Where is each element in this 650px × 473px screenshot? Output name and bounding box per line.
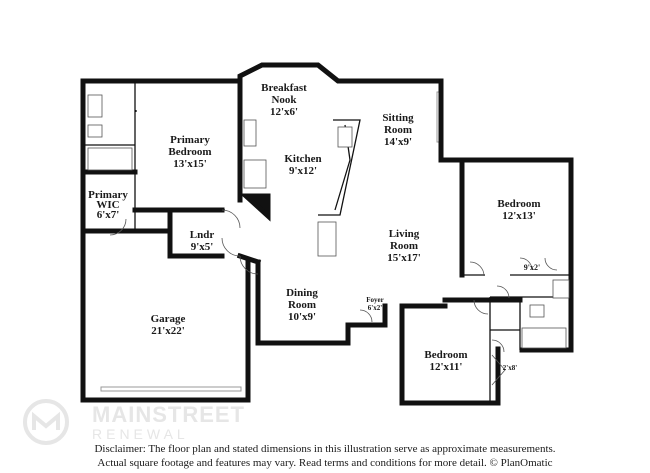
room-labels: Breakfast Nook 12'x6' Sitting Room 14'x9… (88, 82, 540, 373)
door-swing (239, 255, 259, 275)
vanity (87, 94, 103, 118)
small-closet-dims: 2'x8' (503, 364, 517, 372)
sitting-room-label: Sitting (382, 112, 414, 124)
dining-room-label: Room (288, 299, 316, 311)
primary-wic-label: WIC (96, 199, 119, 211)
bedroom-bottom-label: Bedroom (424, 349, 467, 361)
primary-bedroom-label: Bedroom (168, 146, 211, 158)
bathtub (521, 327, 567, 349)
kitchen-counters (239, 119, 361, 257)
door-swing (491, 339, 505, 353)
door-swing (469, 261, 485, 277)
primary-bedroom-label: Primary (170, 134, 210, 146)
bedroom-right-dims: 12'x13' (502, 210, 536, 222)
dining-room-dims: 10'x9' (288, 311, 316, 323)
sitting-room-label: Room (384, 124, 412, 136)
door-swing (473, 299, 489, 315)
shower (87, 147, 133, 171)
disclaimer: Disclaimer: The floor plan and stated di… (0, 442, 650, 470)
brand-logo-mark (32, 411, 60, 430)
bedroom-bottom-dims: 12'x11' (429, 361, 462, 373)
disclaimer-line-1: Disclaimer: The floor plan and stated di… (94, 443, 556, 455)
garage-dims: 21'x22' (151, 325, 185, 337)
breakfast-nook-label: Breakfast (261, 82, 307, 94)
door-swing (109, 218, 127, 236)
exterior-walls (80, 62, 574, 406)
dining-room-label: Dining (286, 287, 318, 299)
bath-fixtures (87, 94, 570, 349)
breakfast-nook-label: Nook (271, 94, 297, 106)
brand-name: MAINSTREET (92, 402, 245, 427)
door-swing (491, 354, 506, 386)
foyer-dims: 6'x2' (368, 304, 382, 312)
doors (109, 209, 558, 386)
laundry-dims: 9'x5' (191, 241, 214, 253)
pantry (317, 221, 337, 257)
toilet (87, 124, 103, 138)
kitchen-dims: 9'x12' (289, 165, 317, 177)
window (100, 386, 242, 392)
foyer-label: Foyer (366, 296, 384, 304)
disclaimer-line-2: Actual square footage and features may v… (97, 457, 553, 469)
primary-wic-label: Primary (88, 189, 128, 201)
living-room-dims: 15'x17' (387, 252, 421, 264)
closet-dims: 9'x2' (524, 263, 540, 272)
living-room-label: Living (389, 228, 420, 240)
brand-subtitle: RENEWAL (92, 426, 189, 442)
living-room-label: Room (390, 240, 418, 252)
bedroom-right-label: Bedroom (497, 198, 540, 210)
door-swing (221, 209, 241, 229)
toilet (529, 304, 545, 318)
laundry-label: Lndr (190, 229, 215, 241)
door-swing (359, 309, 373, 323)
door-swing (519, 257, 533, 271)
vanity (552, 279, 570, 299)
sink (243, 119, 257, 147)
primary-bedroom-dims: 13'x15' (173, 158, 207, 170)
primary-wic-dims: 6'x7' (97, 209, 120, 221)
garage-label: Garage (151, 313, 186, 325)
breakfast-nook-dims: 12'x6' (270, 106, 298, 118)
door-swing (544, 257, 558, 271)
fridge (243, 159, 267, 189)
kitchen-label: Kitchen (284, 153, 321, 165)
brand-logo (23, 399, 69, 445)
interior-walls (83, 78, 571, 403)
sitting-room-dims: 14'x9' (384, 136, 412, 148)
brand-logo-ring (23, 399, 69, 445)
stove (337, 126, 353, 148)
door-swing (221, 237, 241, 257)
door-swing (496, 285, 510, 299)
